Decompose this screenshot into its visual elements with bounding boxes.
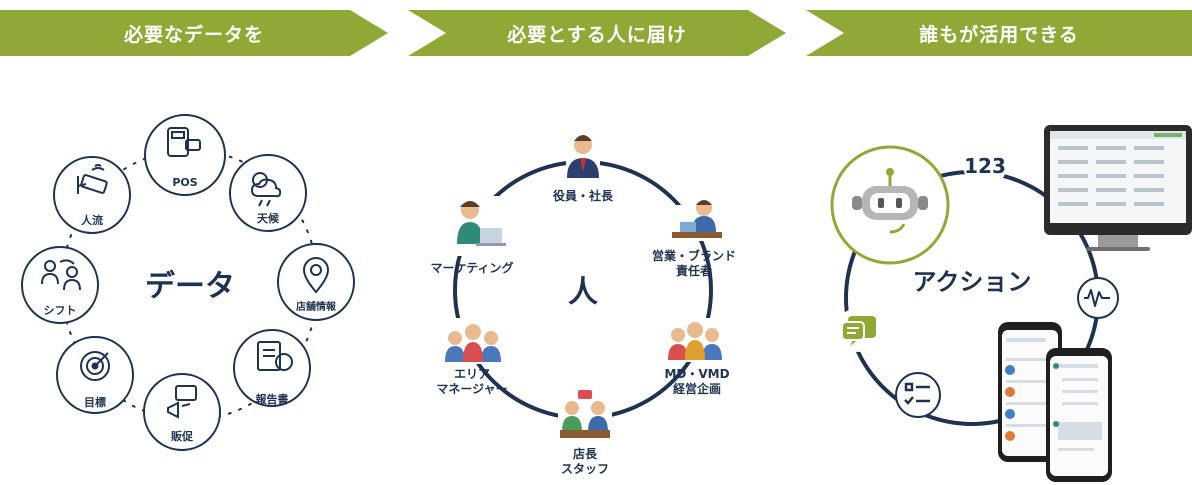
- executive-person-icon: [566, 135, 600, 184]
- node-report: 報告書: [233, 329, 311, 407]
- map-pin-icon: [302, 257, 330, 294]
- role-marketing: マーケティング: [430, 196, 514, 275]
- node-traffic-label: 人流: [81, 213, 103, 227]
- node-target: 目標: [56, 336, 134, 414]
- role-area-label-2: マネージャー: [436, 382, 507, 396]
- store-staff-icon: [558, 390, 612, 442]
- team-people-icon: [662, 318, 730, 362]
- waveform-node: [1077, 277, 1119, 319]
- role-md-label-1: MD・VMD: [664, 367, 729, 381]
- people-center-label: 人: [568, 275, 598, 310]
- ai-robot-node: [830, 145, 950, 265]
- megaphone-icon: [167, 385, 197, 419]
- target-icon: [80, 351, 110, 381]
- role-marketing-label: マーケティング: [430, 260, 513, 275]
- node-target-label: 目標: [84, 395, 106, 409]
- node-traffic: 人流: [53, 156, 131, 234]
- waveform-icon: [1084, 289, 1110, 307]
- node-store-info: 店舗情報: [277, 243, 355, 321]
- role-store-label-1: 店長: [573, 446, 598, 461]
- role-sales-label-2: 責任者: [676, 263, 712, 278]
- node-shift-label: シフト: [44, 304, 77, 317]
- chat-node: [836, 308, 880, 352]
- node-weather-label: 天候: [257, 211, 280, 225]
- node-shift: シフト: [21, 246, 99, 324]
- role-sales: 営業・ブランド 責任者: [652, 200, 736, 278]
- node-store-info-label: 店舗情報: [296, 300, 337, 313]
- action-center-label: アクション: [913, 268, 1032, 296]
- robot-icon: [852, 168, 928, 234]
- role-md: MD・VMD 経営企画: [662, 318, 730, 396]
- node-pos: POS: [144, 114, 226, 196]
- banner-action: 誰もが活用できる: [806, 10, 1192, 56]
- role-exec: 役員・社長: [553, 135, 614, 203]
- chat-bubble-icon: [841, 316, 876, 346]
- checklist-node: [895, 372, 941, 418]
- role-area-label-1: エリア: [454, 367, 490, 381]
- role-exec-label: 役員・社長: [553, 188, 614, 203]
- camera-icon: [77, 164, 108, 194]
- report-icon: [257, 341, 293, 371]
- banner-data-label: 必要なデータを: [123, 23, 264, 46]
- banner-data: 必要なデータを: [0, 10, 388, 56]
- group-people-icon: [440, 318, 506, 364]
- node-pos-label: POS: [172, 176, 197, 189]
- checklist-icon: [904, 382, 930, 405]
- pos-terminal-icon: [167, 127, 201, 157]
- weather-icon: [250, 172, 282, 207]
- role-md-label-2: 経営企画: [673, 381, 721, 396]
- dashboard-monitor-icon: [1044, 125, 1192, 251]
- role-store: 店長 スタッフ: [558, 390, 612, 476]
- desk-person-icon: [672, 200, 728, 241]
- shift-people-icon: [41, 259, 81, 291]
- banner-people-label: 必要とする人に届け: [507, 23, 687, 46]
- node-promotion: 販促: [143, 373, 221, 451]
- numbers-node: 123: [963, 143, 1007, 187]
- banner-people: 必要とする人に届け: [408, 10, 786, 56]
- node-report-label: 報告書: [256, 392, 289, 406]
- node-promotion-label: 販促: [171, 429, 194, 443]
- smartphone-app-icon: [998, 322, 1112, 482]
- laptop-person-icon: [450, 196, 506, 256]
- role-sales-label-1: 営業・ブランド: [652, 248, 736, 263]
- role-area-manager: エリア マネージャー: [436, 318, 508, 396]
- role-store-label-2: スタッフ: [561, 462, 609, 476]
- node-weather: 天候: [229, 154, 307, 232]
- data-center-label: データ: [145, 269, 235, 304]
- numbers-icon: 123: [964, 154, 1006, 178]
- banner-action-label: 誰もが活用できる: [919, 23, 1079, 46]
